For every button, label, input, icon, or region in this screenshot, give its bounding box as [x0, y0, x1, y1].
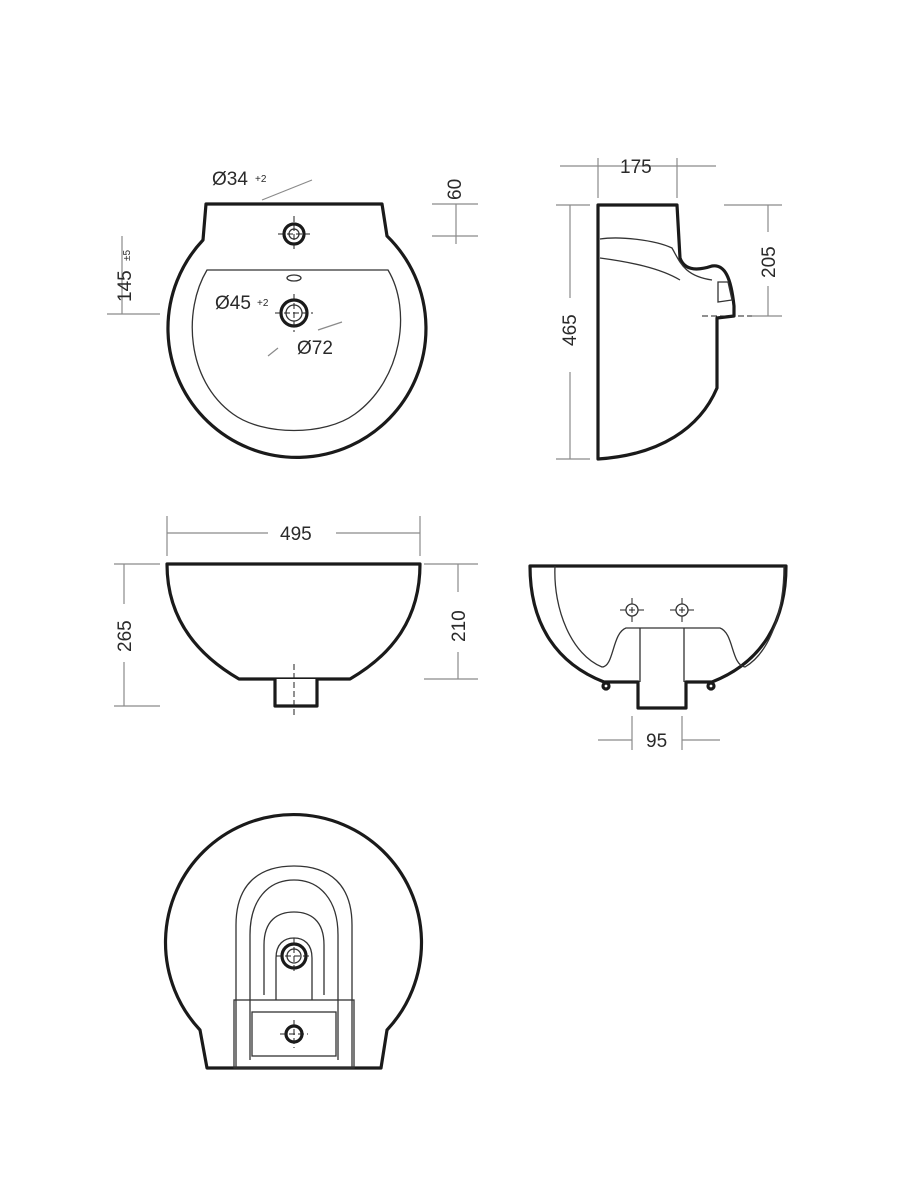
bottom-view: [163, 812, 424, 1070]
overflow-slot: [286, 274, 302, 282]
drain-boss: [263, 911, 325, 995]
dim-drain-hole-diameter: Ø45: [215, 293, 251, 314]
dim-side-height: 465: [560, 314, 581, 346]
dim-tap-hole-tolerance: +2: [255, 174, 267, 185]
bowl-inner-contour: [191, 269, 402, 432]
bowl-inner-section: [599, 237, 713, 281]
side-profile-outline: [596, 203, 736, 461]
front-profile-outline: [165, 562, 422, 681]
rear-view: 95: [528, 564, 788, 752]
front-drain-outlet: [273, 679, 319, 708]
dim-side-drain-height: 205: [759, 246, 780, 278]
dim-tap-offset: 60: [445, 179, 466, 200]
dim-front-total-height: 265: [115, 620, 136, 652]
rear-profile-outline: [528, 564, 788, 710]
dim-drain-offset: 145: [115, 270, 136, 302]
front-view: 495 265 210: [114, 516, 478, 718]
dim-drain-collar-diameter: Ø72: [297, 338, 333, 359]
top-view: Ø34 +2 Ø45 +2 Ø72 60 145 ±5: [107, 169, 478, 459]
dim-fixing-hole-spacing: 95: [646, 731, 667, 752]
dim-side-depth: 175: [620, 157, 652, 178]
bottom-mounting-plate: [233, 999, 355, 1069]
dim-front-width: 495: [280, 524, 312, 545]
rear-inner-contour: [554, 565, 785, 668]
dim-drain-offset-tolerance: ±5: [122, 250, 133, 261]
basin-outline-top: [166, 202, 428, 459]
side-view: 175 465 205: [556, 157, 782, 461]
bottom-inner-contour: [235, 865, 353, 1068]
dim-front-bowl-height: 210: [449, 610, 470, 642]
dim-drain-hole-tolerance: +2: [257, 298, 269, 309]
dim-tap-hole-diameter: Ø34: [212, 169, 248, 190]
